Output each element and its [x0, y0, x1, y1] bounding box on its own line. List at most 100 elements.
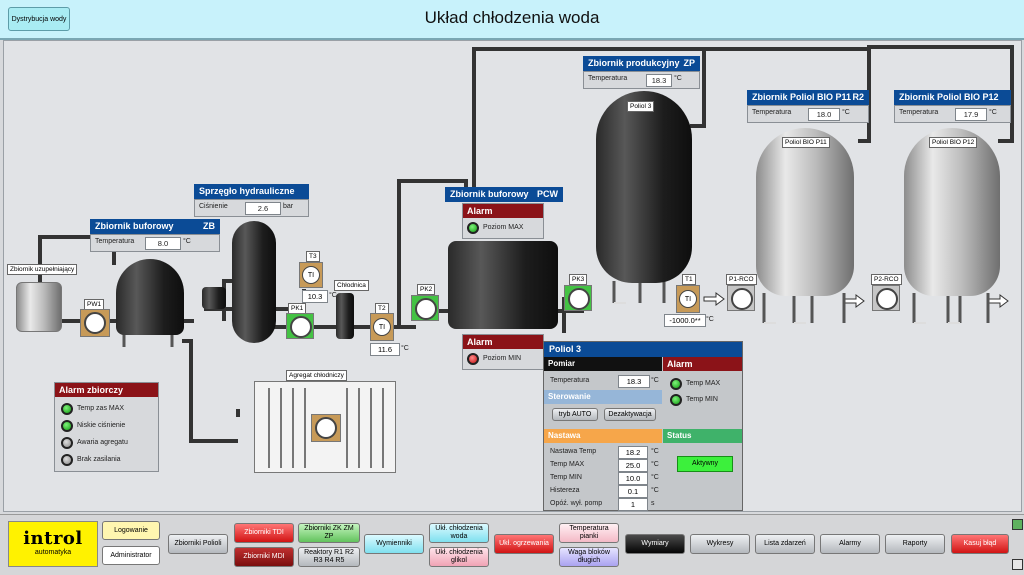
pump-delay-value[interactable]: 1	[618, 498, 648, 511]
scroll-up-icon[interactable]	[1012, 519, 1023, 530]
alarm-group-title: Alarm zbiorczy	[55, 383, 158, 397]
p2rco-pump-box[interactable]	[872, 285, 900, 311]
chiller-pump-box[interactable]	[311, 414, 341, 442]
hydraulic-coupler-sh[interactable]	[232, 221, 276, 343]
pk3-label: PK3	[569, 274, 588, 285]
pk1-pump-box[interactable]	[286, 313, 314, 339]
nav-polyol-tanks[interactable]: Zbiorniki Polioli	[168, 534, 228, 554]
cooler-label: Chłodnica	[334, 280, 369, 291]
pump-delay-unit: s	[651, 500, 655, 507]
hysteresis-value[interactable]: 0.1	[618, 485, 648, 498]
distribution-button[interactable]: Dystrybucja wody	[8, 7, 70, 31]
cooler-unit[interactable]	[336, 293, 354, 339]
alarm-lamp-icon	[61, 420, 73, 432]
r3-tank-tag: Poliol BIO P12	[929, 137, 978, 148]
logo-text: introl	[23, 528, 83, 549]
nav-event-list[interactable]: Lista zdarzeń	[755, 534, 815, 554]
chiller-grille	[268, 388, 384, 468]
refill-tank[interactable]	[16, 282, 62, 332]
zp-temp-value: 18.3	[646, 74, 672, 87]
alarm-lamp-icon	[670, 394, 682, 406]
alarm-lamp-icon	[670, 378, 682, 390]
nav-glycol-cooling[interactable]: Ukł. chłodzenia glikol	[429, 547, 489, 567]
pump-icon	[731, 288, 753, 310]
pump-icon	[290, 316, 312, 338]
t3-label: T3	[306, 251, 320, 262]
p1rco-pump-box[interactable]	[727, 285, 755, 311]
nav-reports[interactable]: Raporty	[885, 534, 945, 554]
pcw-alarm-title: Alarm	[463, 204, 543, 218]
poliol3-pomiar-head: Pomiar	[544, 357, 662, 371]
poliol-bio-p11-tank[interactable]	[756, 128, 854, 296]
pk2-label: PK2	[417, 284, 436, 295]
nav-charts[interactable]: Wykresy	[690, 534, 750, 554]
auto-mode-button[interactable]: tryb AUTO	[552, 408, 598, 421]
r2-temp-value: 18.0	[808, 108, 840, 121]
setpoint-value[interactable]: 18.2	[618, 446, 648, 459]
page-title: Układ chłodzenia woda	[424, 8, 600, 27]
setpoint-unit: °C	[651, 448, 659, 455]
poliol3-nastawa-head: Nastawa	[544, 429, 662, 443]
r3-panel-title: Zbiornik Poliol BIO P12R3	[894, 90, 1011, 117]
alarm-lamp-icon	[61, 403, 73, 415]
pw1-pump-box[interactable]	[80, 309, 110, 337]
chiller-label: Agregat chłodniczy	[286, 370, 347, 381]
nav-reactors[interactable]: Reaktory R1 R2 R3 R4 R5	[298, 547, 360, 567]
nav-mdi-tanks[interactable]: Zbiorniki MDI	[234, 547, 294, 567]
pcw-alarm-max: Poziom MAX	[483, 224, 524, 231]
zb-temp-value: 8.0	[145, 237, 181, 250]
r3-temp-unit: °C	[989, 109, 997, 116]
buffer-tank-pcw[interactable]	[448, 241, 558, 329]
nav-heating[interactable]: Ukł. ogrzewania	[494, 534, 554, 554]
expansion-vessel[interactable]	[202, 287, 226, 309]
poliol3-status-head: Status	[663, 429, 742, 443]
nav-exchangers[interactable]: Wymienniki	[364, 534, 424, 554]
temp-max-label: Temp MAX	[550, 461, 585, 468]
zp-temp-label: Temperatura	[588, 75, 628, 82]
pcw-alarm-min-panel: Alarm Poziom MIN	[462, 334, 544, 370]
r2-temp-label: Temperatura	[752, 109, 792, 116]
zp-temp-unit: °C	[674, 75, 682, 82]
process-canvas: Zbiornik uzupełniający PW1 Zbiornik bufo…	[3, 40, 1022, 512]
logo-subtitle: automatyka	[34, 549, 72, 556]
alarm-item-4: Brak zasilania	[77, 456, 121, 463]
nav-block-weight[interactable]: Waga bloków długich	[559, 547, 619, 567]
t2-unit: °C	[401, 345, 409, 352]
poliol3-alarm-min: Temp MIN	[686, 396, 718, 403]
pk2-pump-box[interactable]	[411, 295, 439, 321]
p2rco-label: P2-RCO	[871, 274, 902, 285]
r3-panel: Zbiornik Poliol BIO P12R3 Temperatura 17…	[894, 90, 1011, 123]
nav-dimensions[interactable]: Wymiary	[625, 534, 685, 554]
pump-icon	[568, 288, 590, 310]
scroll-down-icon[interactable]	[1012, 559, 1023, 570]
temp-max-value[interactable]: 25.0	[618, 459, 648, 472]
t2-box[interactable]: TI	[370, 313, 394, 341]
nav-tdi-tanks[interactable]: Zbiorniki TDI	[234, 523, 294, 543]
nav-foam-temperature[interactable]: Temperatura pianki	[559, 523, 619, 543]
reset-error-button[interactable]: Kasuj błąd	[951, 534, 1009, 554]
nav-water-cooling[interactable]: Ukł. chłodzenia woda	[429, 523, 489, 543]
header-bar	[0, 0, 1024, 40]
pump-icon	[415, 298, 437, 320]
temp-min-value[interactable]: 10.0	[618, 472, 648, 485]
nav-alarms[interactable]: Alarmy	[820, 534, 880, 554]
chiller-unit[interactable]	[254, 381, 396, 473]
pcw-alarm-title: Alarm	[463, 335, 543, 349]
pk3-pump-box[interactable]	[564, 285, 592, 311]
poliol-bio-p12-tank[interactable]	[904, 128, 1000, 296]
login-button[interactable]: Logowanie	[102, 521, 160, 540]
nav-zk-zm-zp-tanks[interactable]: Zbiorniki ZK ZM ZP	[298, 523, 360, 543]
p1rco-label: P1-RCO	[726, 274, 757, 285]
t3-box[interactable]: TI	[299, 262, 323, 288]
status-value: Aktywny	[677, 456, 733, 472]
deactivate-button[interactable]: Dezaktywacja	[604, 408, 656, 421]
alarm-item-1: Temp zas MAX	[77, 405, 125, 412]
buffer-tank-zb[interactable]	[116, 259, 184, 335]
t1-box[interactable]: TI	[676, 285, 700, 313]
production-tank-zp[interactable]	[596, 91, 692, 283]
poliol3-temp-unit: °C	[651, 377, 659, 384]
pcw-alarm-min: Poziom MIN	[483, 355, 522, 362]
